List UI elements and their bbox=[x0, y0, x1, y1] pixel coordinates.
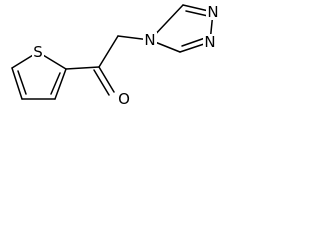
atom-labels: S O N N N bbox=[32, 3, 220, 108]
bond-carbonyl-ch2 bbox=[98, 35, 119, 68]
molecule-structure: S O N N N bbox=[11, 3, 220, 108]
n2-mask bbox=[206, 4, 220, 20]
double-bond-c2-c3 bbox=[50, 72, 61, 95]
double-bond-n2-c3 bbox=[185, 10, 209, 17]
double-bond-c5-n1 bbox=[181, 37, 206, 47]
bond-c2-carbonyl bbox=[65, 66, 100, 70]
n4-mask bbox=[143, 32, 157, 48]
carbonyl-oxygen-label: O bbox=[118, 90, 130, 108]
bond-carbonyl-oxygen-a bbox=[98, 66, 115, 93]
ketone-chain bbox=[65, 35, 151, 96]
sulfur-mask bbox=[32, 44, 44, 60]
bond-c2-c3 bbox=[54, 68, 67, 100]
oxygen-mask bbox=[117, 91, 131, 107]
triazole-n4-label: N bbox=[144, 31, 155, 49]
n1-mask bbox=[203, 34, 217, 50]
sulfur-label: S bbox=[33, 43, 43, 61]
thiophene-ring bbox=[11, 51, 67, 100]
double-bond-c4-c5 bbox=[17, 70, 27, 95]
triazole-n2-label: N bbox=[207, 3, 218, 21]
bond-c4-c5 bbox=[11, 67, 23, 100]
bond-carbonyl-oxygen-b bbox=[93, 69, 110, 96]
triazole-n1-label: N bbox=[204, 33, 215, 51]
